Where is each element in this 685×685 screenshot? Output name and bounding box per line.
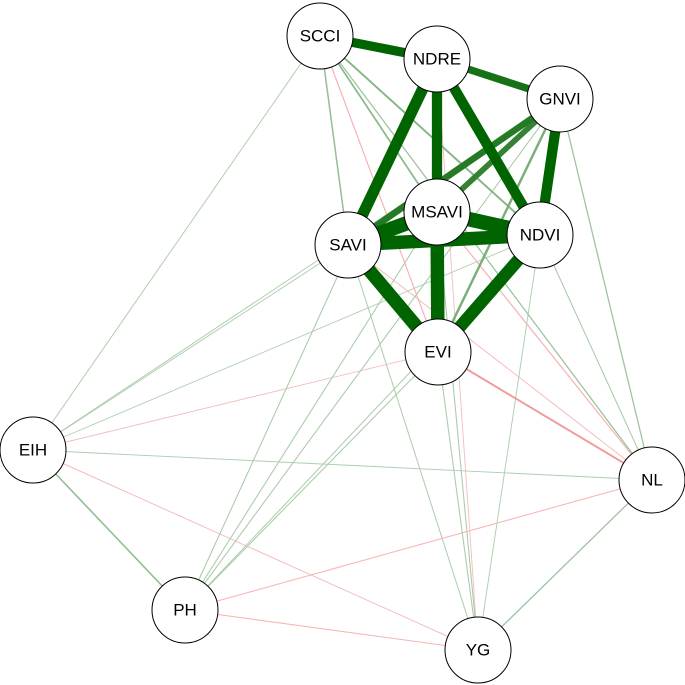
node-circle (506, 201, 574, 269)
node-circle (403, 178, 471, 246)
node-circle (404, 318, 472, 386)
edge-savi-yg (347, 244, 479, 651)
edge-eih-ph (32, 449, 186, 611)
node-circle (444, 616, 512, 684)
edge-gnvi-nl (559, 98, 653, 481)
edge-scci-nl (319, 35, 653, 481)
node-label: NL (641, 471, 663, 490)
edge-ndvi-nl (539, 234, 653, 481)
edge-savi-nl (347, 244, 653, 481)
edge-ndvi-eih (32, 234, 541, 451)
node-nl: NL (618, 446, 685, 514)
node-circle (314, 211, 382, 279)
edge-ndvi-yg (477, 234, 541, 651)
edge-ndre-savi (342, 56, 443, 248)
node-label: PH (173, 601, 197, 620)
edge-evi-nl (437, 351, 653, 481)
node-circle (403, 25, 471, 93)
edge-gnvi-ph (184, 98, 561, 611)
node-savi: SAVI (314, 211, 382, 279)
node-label: SAVI (329, 236, 366, 255)
edge-ndre-ndvi (432, 56, 545, 238)
node-ph: PH (151, 576, 219, 644)
edge-evi-yg (437, 351, 479, 651)
edge-nl-yg (477, 479, 653, 651)
node-evi: EVI (404, 318, 472, 386)
node-circle (0, 416, 67, 484)
node-ndvi: NDVI (506, 201, 574, 269)
node-label: NDVI (520, 226, 561, 245)
edge-ph-yg (184, 609, 479, 651)
node-gnvi: GNVI (526, 65, 594, 133)
node-circle (526, 65, 594, 133)
node-label: EIH (19, 441, 47, 460)
edge-msavi-ph (184, 211, 438, 611)
edge-scci-msavi (319, 35, 438, 213)
node-circle (151, 576, 219, 644)
node-label: NDRE (413, 50, 461, 69)
node-circle (286, 2, 354, 70)
node-label: YG (466, 641, 491, 660)
node-label: GNVI (539, 90, 581, 109)
edge-eih-nl (32, 449, 653, 481)
edge-ph-nl (184, 479, 653, 611)
node-yg: YG (444, 616, 512, 684)
edge-msavi-nl (436, 211, 653, 481)
node-label: SCCI (300, 27, 341, 46)
node-ndre: NDRE (403, 25, 471, 93)
node-msavi: MSAVI (403, 178, 471, 246)
edge-scci-savi (319, 35, 349, 246)
node-eih: EIH (0, 416, 67, 484)
node-label: MSAVI (411, 203, 463, 222)
node-label: EVI (424, 343, 451, 362)
edge-eih-yg (32, 449, 479, 651)
edge-scci-eih (32, 35, 321, 451)
edge-savi-eih (32, 244, 349, 451)
node-circle (618, 446, 685, 514)
edge-scci-evi (319, 35, 439, 353)
edge-evi-ph (184, 351, 439, 611)
edge-gnvi-savi (346, 96, 562, 248)
edge-scci-ndvi (319, 35, 541, 236)
node-scci: SCCI (286, 2, 354, 70)
edge-evi-eih (32, 351, 439, 451)
